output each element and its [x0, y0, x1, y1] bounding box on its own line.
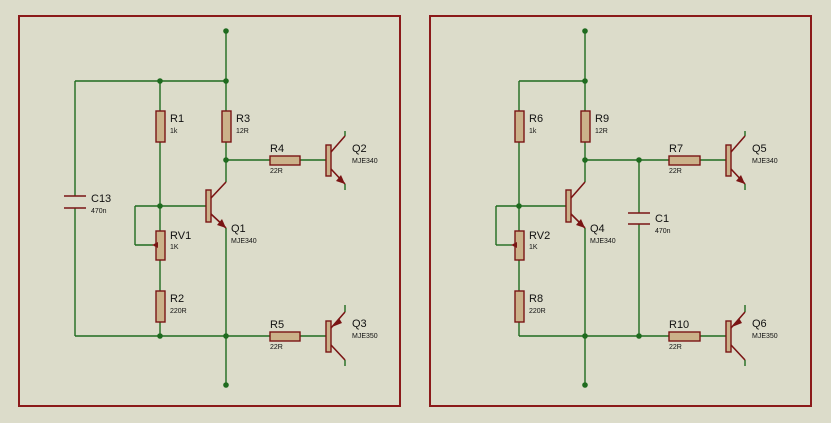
- q2-ref: Q2: [352, 143, 367, 155]
- q3-ref: Q3: [352, 318, 367, 330]
- r5-ref: R5: [270, 319, 284, 331]
- c1-ref: C1: [655, 213, 669, 225]
- resistor-r3[interactable]: R3 12R: [221, 110, 250, 143]
- r9-value: 12R: [595, 128, 608, 135]
- resistor-r6[interactable]: R6 1k: [514, 110, 543, 143]
- c13-ref: C13: [91, 193, 111, 205]
- transistor-q5[interactable]: Q5 MJE340: [725, 135, 778, 185]
- resistor-r2[interactable]: R2 220R: [155, 290, 187, 323]
- left-circuit: R1 1k R3 12R RV1 1K R2 220R R4 22R: [18, 15, 401, 407]
- resistor-r1[interactable]: R1 1k: [155, 110, 184, 143]
- resistor-r5[interactable]: R5 22R: [269, 319, 301, 351]
- r6-ref: R6: [529, 113, 543, 125]
- right-wires: [495, 31, 746, 385]
- r8-value: 220R: [529, 308, 546, 315]
- q3-value: MJE350: [352, 333, 378, 340]
- potentiometer-rv2[interactable]: RV2 1K: [511, 230, 550, 261]
- q1-value: MJE340: [231, 238, 257, 245]
- r10-ref: R10: [669, 319, 689, 331]
- c1-value: 470n: [655, 228, 671, 235]
- resistor-r8[interactable]: R8 220R: [514, 290, 546, 323]
- r3-ref: R3: [236, 113, 250, 125]
- r5-value: 22R: [270, 344, 283, 351]
- transistor-q1[interactable]: Q1 MJE340: [205, 181, 257, 245]
- resistor-r7[interactable]: R7 22R: [668, 143, 701, 175]
- r1-value: 1k: [170, 128, 178, 135]
- r10-value: 22R: [669, 344, 682, 351]
- left-frame: [18, 15, 401, 407]
- r1-ref: R1: [170, 113, 184, 125]
- capacitor-c1[interactable]: C1 470n: [628, 212, 671, 235]
- r3-value: 12R: [236, 128, 249, 135]
- r4-value: 22R: [270, 168, 283, 175]
- q4-ref: Q4: [590, 223, 605, 235]
- q4-value: MJE340: [590, 238, 616, 245]
- transistor-q2[interactable]: Q2 MJE340: [325, 135, 378, 185]
- rv1-value: 1K: [170, 244, 179, 251]
- q6-ref: Q6: [752, 318, 767, 330]
- transistor-q4[interactable]: Q4 MJE340: [565, 181, 616, 245]
- q5-value: MJE340: [752, 158, 778, 165]
- rv1-ref: RV1: [170, 230, 191, 242]
- left-nodes: [157, 28, 229, 388]
- capacitor-c13[interactable]: C13 470n: [64, 193, 111, 215]
- r6-value: 1k: [529, 128, 537, 135]
- q1-ref: Q1: [231, 223, 246, 235]
- resistor-r4[interactable]: R4 22R: [269, 143, 301, 175]
- r2-value: 220R: [170, 308, 187, 315]
- rv2-value: 1K: [529, 244, 538, 251]
- r7-value: 22R: [669, 168, 682, 175]
- r7-ref: R7: [669, 143, 683, 155]
- left-wires: [74, 31, 346, 385]
- right-circuit: R6 1k R9 12R RV2 1K R8 220R R7 22R: [429, 15, 812, 407]
- q6-value: MJE350: [752, 333, 778, 340]
- r2-ref: R2: [170, 293, 184, 305]
- resistor-r10[interactable]: R10 22R: [668, 319, 701, 351]
- q5-ref: Q5: [752, 143, 767, 155]
- r9-ref: R9: [595, 113, 609, 125]
- c13-value: 470n: [91, 208, 107, 215]
- r4-ref: R4: [270, 143, 284, 155]
- right-nodes: [516, 28, 642, 388]
- transistor-q6[interactable]: Q6 MJE350: [725, 311, 778, 361]
- r8-ref: R8: [529, 293, 543, 305]
- right-frame: [429, 15, 812, 407]
- transistor-q3[interactable]: Q3 MJE350: [325, 311, 378, 361]
- rv2-ref: RV2: [529, 230, 550, 242]
- q2-value: MJE340: [352, 158, 378, 165]
- potentiometer-rv1[interactable]: RV1 1K: [152, 230, 191, 261]
- resistor-r9[interactable]: R9 12R: [580, 110, 609, 143]
